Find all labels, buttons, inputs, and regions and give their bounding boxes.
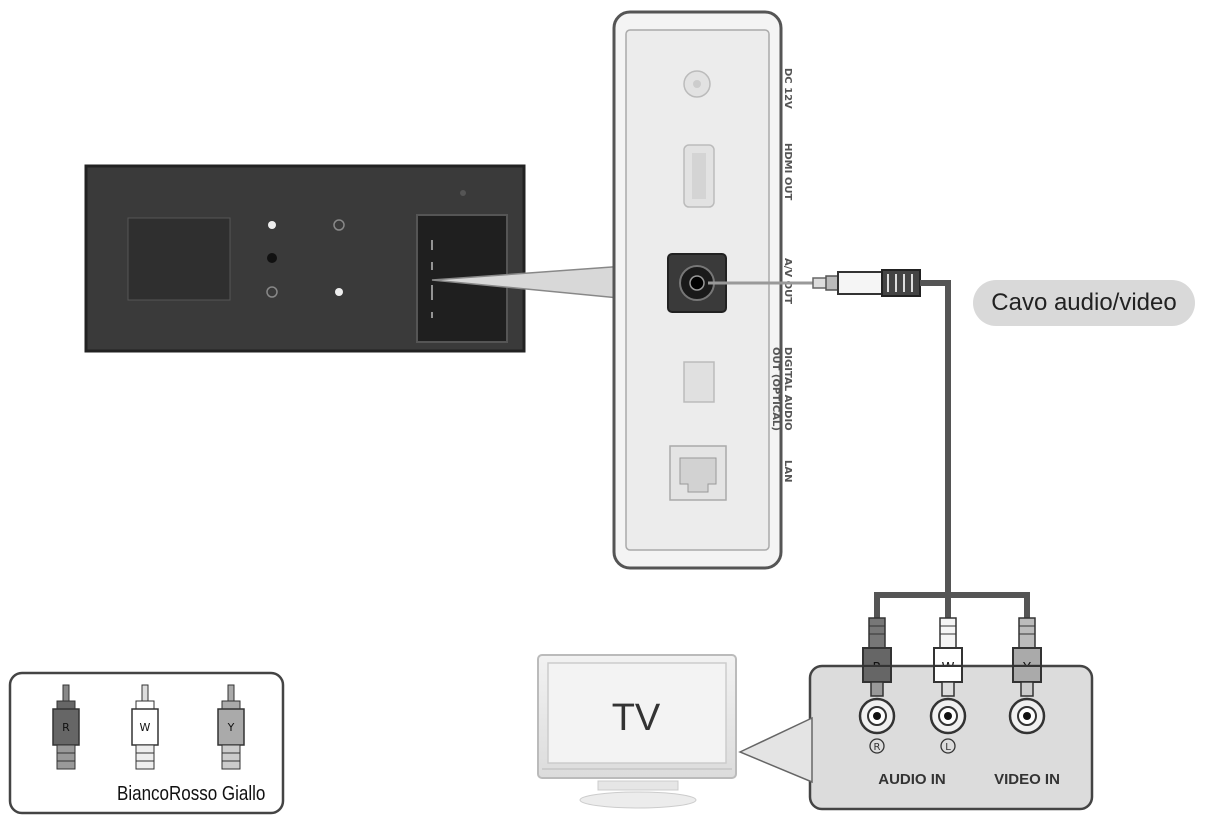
indicator-led — [268, 221, 276, 229]
tv-set: TV — [537, 654, 737, 809]
label-hdmi-out: HDMI OUT — [782, 143, 793, 200]
legend-plug-r: R — [52, 684, 80, 770]
legend-plug-w-label: W — [140, 721, 151, 734]
mark-l-circle — [940, 738, 956, 754]
legend-plug-y-label: Y — [227, 721, 235, 734]
jack-audio-r — [858, 697, 896, 735]
video-in-label: VIDEO IN — [994, 771, 1060, 788]
tv-callout — [738, 716, 813, 784]
label-digital-audio: DIGITAL AUDIO — [782, 347, 793, 431]
cable-label: Cavo audio/video — [973, 280, 1195, 326]
legend-box: R W Y — [8, 671, 285, 815]
legend-color-names: BiancoRosso Giallo — [117, 783, 266, 805]
optical-port — [683, 361, 715, 403]
legend-plug-w: W — [131, 684, 159, 770]
av-cable — [874, 280, 1030, 618]
port-panel: DC 12V HDMI OUT A/V OUT DIGITAL AUDIO OU… — [612, 10, 793, 570]
av-mini-plug — [708, 269, 921, 297]
legend-plug-y: Y — [217, 684, 245, 770]
jack-audio-l — [929, 697, 967, 735]
label-lan: LAN — [782, 460, 793, 482]
label-dc12v: DC 12V — [782, 68, 793, 109]
label-av-out: A/V OUT — [782, 258, 793, 304]
tv-label: TV — [612, 697, 661, 739]
device-back-panel — [84, 164, 526, 353]
tv-input-panel: R L AUDIO IN VIDEO IN — [808, 664, 1094, 811]
jack-video — [1008, 697, 1046, 735]
legend-plug-r-label: R — [62, 721, 70, 734]
label-optical: OUT (OPTICAL) — [770, 347, 781, 431]
mark-r-circle — [869, 738, 885, 754]
mark-l: L — [945, 742, 951, 753]
audio-in-label: AUDIO IN — [878, 771, 946, 788]
mark-r: R — [874, 742, 881, 753]
